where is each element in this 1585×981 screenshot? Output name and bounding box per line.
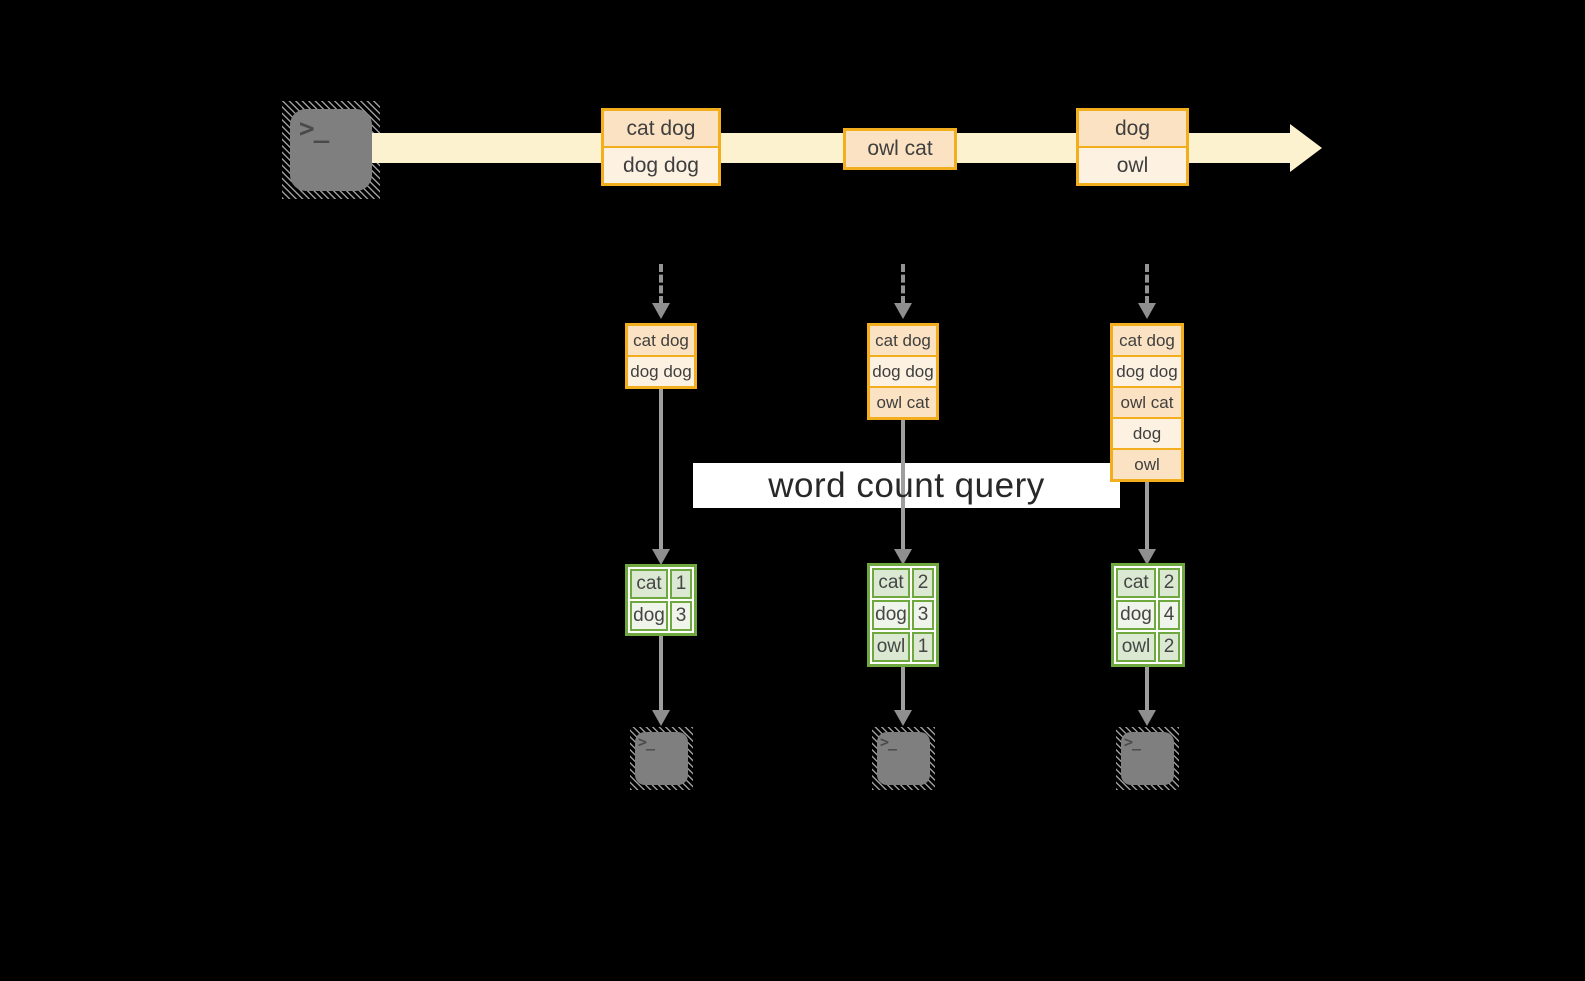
table-cell-count: 2 [912,568,934,598]
stream-record: dog [1079,111,1186,146]
query-label-box: word count query [693,463,1120,508]
state-stack: cat dog dog dog owl cat dog owl [1110,323,1184,482]
source-terminal-icon: >_ [282,101,380,199]
table-cell-word: cat [872,568,910,598]
state-row: dog dog [870,357,936,386]
table-cell-word: owl [1116,632,1156,662]
stream-record: cat dog [604,111,718,146]
table-cell-count: 2 [1158,632,1180,662]
dashed-arrow-line [901,264,905,304]
table-cell-word: cat [1116,568,1156,598]
arrow-line [659,630,663,710]
arrow-head-icon [1138,303,1156,319]
stream-batch: cat dog dog dog [601,108,721,186]
query-label: word count query [768,465,1045,505]
table-cell-count: 1 [670,569,692,599]
terminal-prompt-icon: >_ [880,733,897,751]
word-count-table: cat 1 dog 3 [625,564,697,636]
stream-record: owl cat [846,131,954,167]
arrow-head-icon [652,549,670,565]
dashed-arrow-line [1145,264,1149,304]
terminal-body [877,732,930,785]
terminal-body [290,109,372,191]
arrow-line [1145,481,1149,549]
table-cell-word: dog [872,600,910,630]
arrow-head-icon [894,549,912,565]
sink-terminal-icon: >_ [872,727,935,790]
state-row: cat dog [870,326,936,355]
table-cell-count: 3 [670,601,692,631]
table-cell-word: owl [872,632,910,662]
terminal-prompt-icon: >_ [299,114,329,144]
stream-record: owl [1079,148,1186,183]
state-row: cat dog [1113,326,1181,355]
table-cell-count: 2 [1158,568,1180,598]
terminal-body [635,732,688,785]
table-cell-count: 1 [912,632,934,662]
stream-arrowhead-icon [1290,124,1322,172]
state-stack: cat dog dog dog [625,323,697,389]
arrow-head-icon [652,710,670,726]
arrow-line [659,389,663,549]
table-cell-word: dog [630,601,668,631]
state-row: owl cat [1113,388,1181,417]
arrow-head-icon [1138,710,1156,726]
stream-record: dog dog [604,148,718,183]
state-row: dog dog [1113,357,1181,386]
table-cell-count: 3 [912,600,934,630]
state-row: owl [1113,450,1181,479]
stream-batch: dog owl [1076,108,1189,186]
dashed-arrow-line [659,264,663,304]
terminal-body [1121,732,1174,785]
state-row: cat dog [628,326,694,355]
arrow-line [901,420,905,549]
arrow-head-icon [1138,549,1156,565]
arrow-head-icon [894,303,912,319]
arrow-head-icon [652,303,670,319]
sink-terminal-icon: >_ [630,727,693,790]
state-row: dog dog [628,357,694,386]
arrow-line [901,657,905,710]
state-row: dog [1113,419,1181,448]
table-cell-word: dog [1116,600,1156,630]
terminal-prompt-icon: >_ [1124,733,1141,751]
state-row: owl cat [870,388,936,417]
word-count-table: cat 2 dog 3 owl 1 [867,563,939,667]
stream-batch: owl cat [843,128,957,170]
word-count-table: cat 2 dog 4 owl 2 [1111,563,1185,667]
arrow-line [1145,657,1149,710]
arrow-head-icon [894,710,912,726]
sink-terminal-icon: >_ [1116,727,1179,790]
table-cell-count: 4 [1158,600,1180,630]
table-cell-word: cat [630,569,668,599]
state-stack: cat dog dog dog owl cat [867,323,939,420]
terminal-prompt-icon: >_ [638,733,655,751]
